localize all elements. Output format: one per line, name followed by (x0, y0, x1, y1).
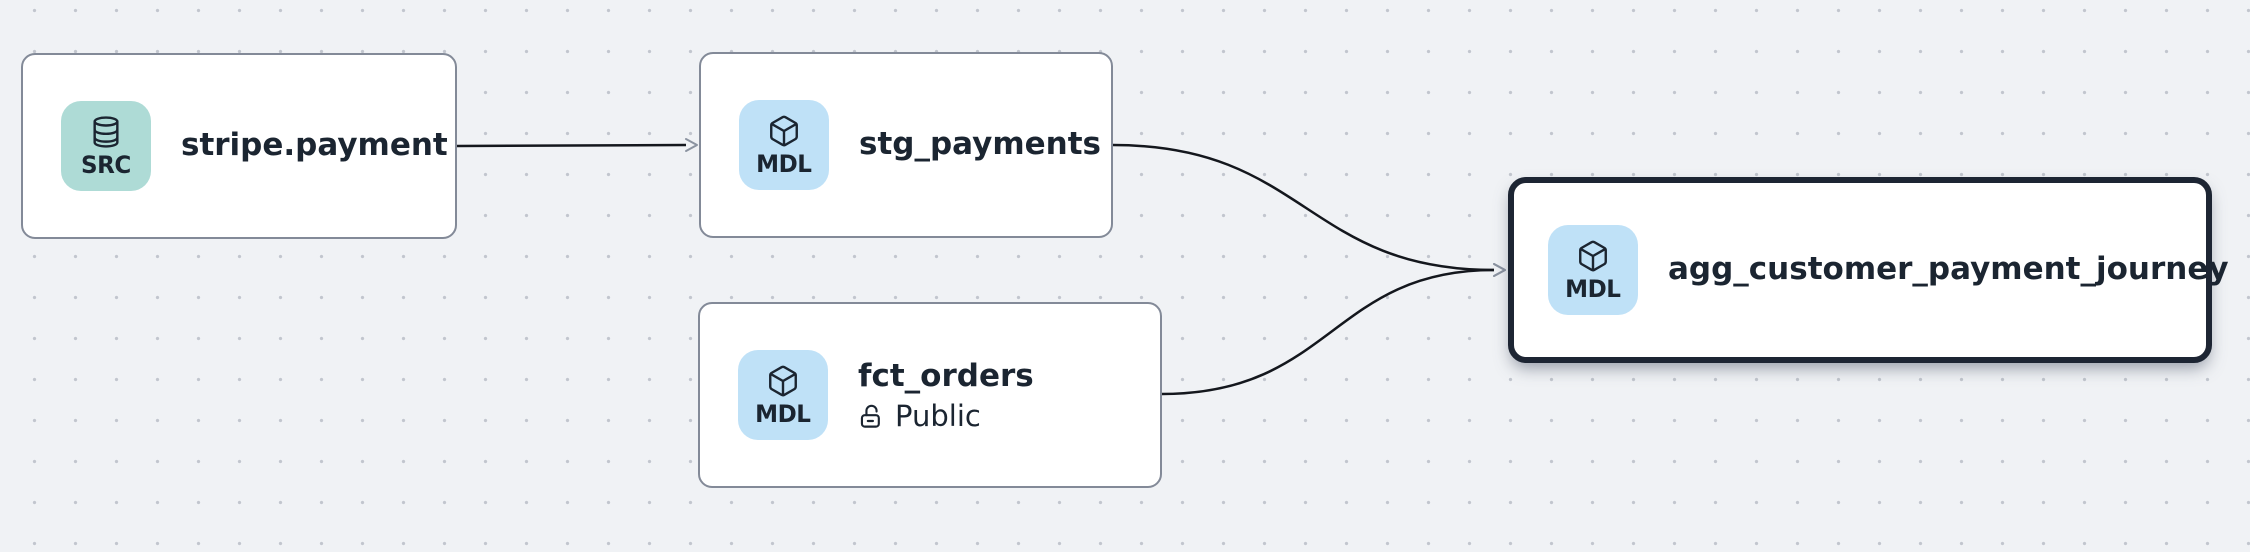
node-fct-orders[interactable]: MDL fct_orders Public (698, 302, 1162, 488)
node-title: fct_orders (858, 358, 1034, 395)
node-text: fct_orders Public (858, 359, 1034, 431)
node-text: stg_payments (859, 126, 1101, 163)
cube-icon (1579, 240, 1607, 272)
node-title: agg_customer_payment_journey (1668, 251, 2229, 288)
node-text: stripe.payment (181, 127, 448, 164)
badge-label: MDL (756, 150, 812, 178)
edge-fct-orders-to-agg-customer-payment-journey[interactable] (1161, 263, 1506, 396)
badge-label: MDL (755, 400, 811, 428)
model-badge: MDL (738, 350, 828, 440)
node-text: agg_customer_payment_journey (1668, 251, 2229, 288)
badge-label: SRC (81, 151, 131, 179)
cube-icon (770, 115, 798, 147)
edge-stripe-payment-to-stg-payments[interactable] (456, 138, 698, 152)
edge-stg-payments-to-agg-customer-payment-journey[interactable] (1112, 143, 1506, 277)
node-stg-payments[interactable]: MDL stg_payments (699, 52, 1113, 238)
lock-open-icon (860, 404, 880, 428)
node-title: stg_payments (859, 126, 1101, 163)
source-badge: SRC (61, 101, 151, 191)
access-row: Public (858, 398, 1034, 433)
node-stripe-payment[interactable]: SRC stripe.payment (21, 53, 457, 239)
badge-label: MDL (1565, 275, 1621, 303)
model-badge: MDL (1548, 225, 1638, 315)
access-label: Public (895, 398, 981, 433)
cube-icon (769, 365, 797, 397)
node-agg-customer-payment-journey[interactable]: MDL agg_customer_payment_journey (1508, 177, 2229, 363)
database-icon (93, 116, 119, 148)
node-title: stripe.payment (181, 127, 448, 164)
model-badge: MDL (739, 100, 829, 190)
